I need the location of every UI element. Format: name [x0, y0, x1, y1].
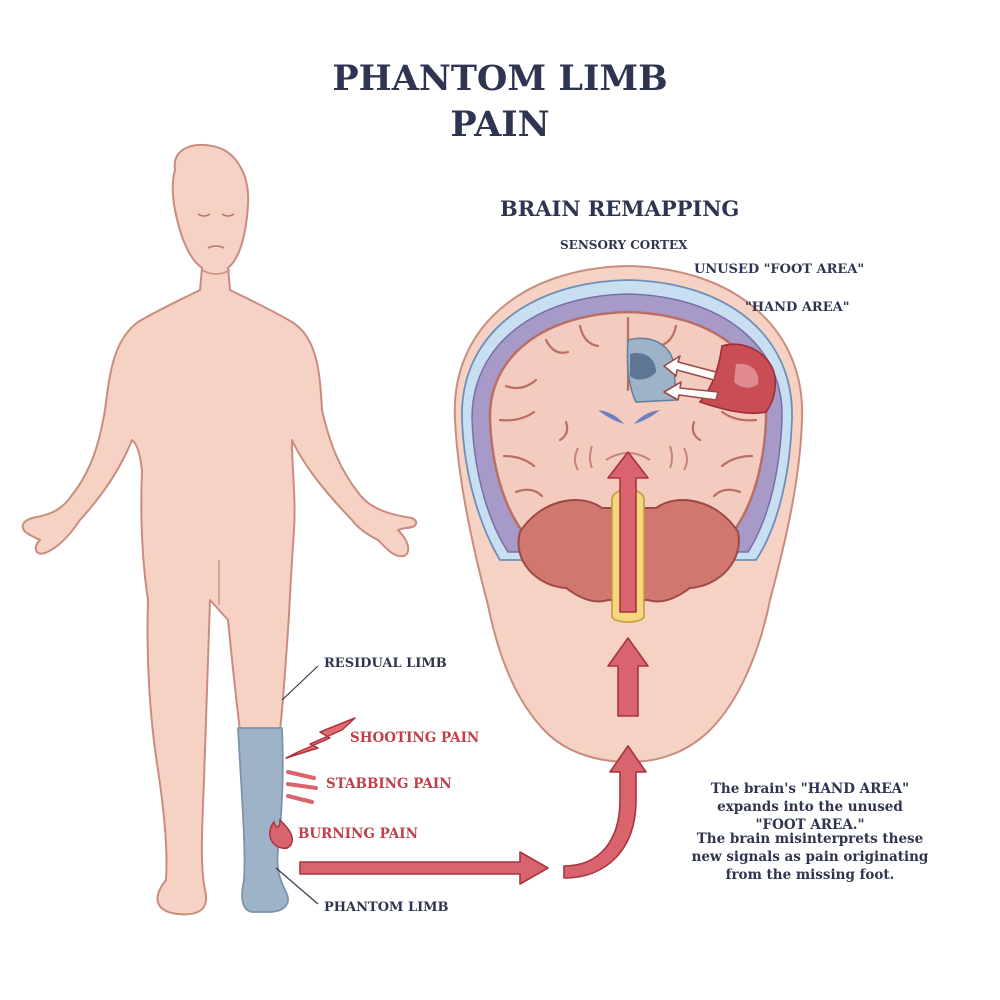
lightning-icon [285, 717, 356, 759]
label-shooting-pain: SHOOTING PAIN [350, 730, 480, 746]
foot-area-core [630, 352, 656, 380]
label-stabbing-pain: STABBING PAIN [326, 776, 452, 792]
page-title-line1: PHANTOM LIMB [332, 58, 668, 99]
body-silhouette [21, 144, 418, 916]
label-burning-pain: BURNING PAIN [298, 826, 418, 842]
face-eyes [197, 213, 235, 217]
pain-icons [269, 717, 356, 850]
label-unused-foot-area: UNUSED "FOOT AREA" [694, 262, 865, 277]
note-expansion: The brain's "HAND AREA" expands into the… [710, 781, 910, 833]
note-misinterpretation: The brain misinterprets these new signal… [691, 831, 929, 883]
label-phantom-limb: PHANTOM LIMB [324, 900, 449, 915]
label-sensory-cortex: SENSORY CORTEX [560, 238, 688, 252]
expansion-arrows [663, 355, 719, 401]
ventricle-left [598, 410, 624, 424]
brain-diagram [453, 264, 804, 764]
stab-lines-icon [286, 770, 318, 804]
signal-arrow-brain [607, 451, 649, 613]
hand-area-inner [734, 363, 759, 388]
signal-arrow-curve [563, 745, 647, 879]
signal-arrow-horizontal [299, 851, 549, 885]
neck-lines [201, 269, 231, 275]
face-mouth [207, 245, 225, 249]
ventricle-right [634, 410, 660, 424]
label-residual-limb: RESIDUAL LIMB [324, 656, 447, 671]
page-title-line2: PAIN [450, 104, 550, 145]
flame-icon [269, 818, 294, 850]
phantom-leg [237, 727, 289, 913]
signal-path [299, 637, 649, 885]
section-title: BRAIN REMAPPING [500, 196, 740, 221]
label-hand-area: "HAND AREA" [745, 300, 850, 315]
human-figure [21, 144, 418, 916]
signal-arrow-vertical [607, 637, 649, 717]
expansion-arrow-upper [663, 355, 717, 381]
expansion-arrow-lower [663, 381, 719, 401]
inner-structures [574, 445, 688, 471]
